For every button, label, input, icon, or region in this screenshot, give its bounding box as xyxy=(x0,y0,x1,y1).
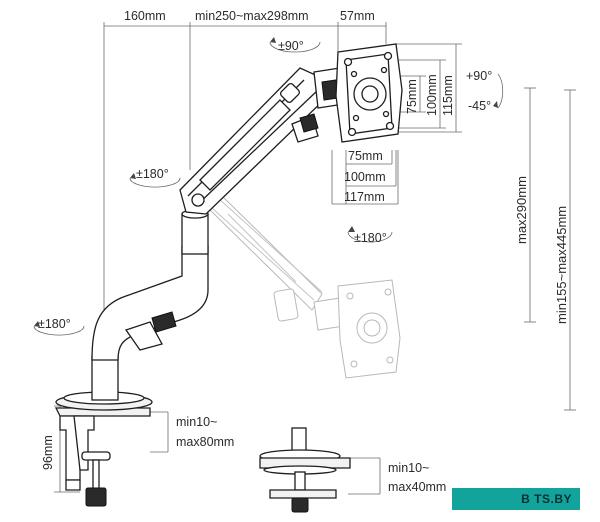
tilt-down-label: -45° xyxy=(468,99,491,113)
height-dimension-lines xyxy=(524,87,576,411)
rotation-arrow-head-icon xyxy=(347,226,393,243)
extension-range-label: min250~max298mm xyxy=(195,9,309,23)
clamp-height-label: 96mm xyxy=(41,435,55,470)
site-logo: B TS.BY xyxy=(452,488,580,510)
vesa-height-dimension-lines xyxy=(396,43,462,133)
plate-height-label: 115mm xyxy=(441,75,455,116)
arm-base xyxy=(55,355,153,411)
vesa-inner-width-label: 75mm xyxy=(348,149,383,163)
vesa-width-dimension-lines xyxy=(331,150,399,205)
max-height-label: max290mm xyxy=(514,176,529,244)
grommet-mount xyxy=(259,427,351,513)
elbow-rotation-label: ±180° xyxy=(136,167,169,181)
vesa-plate xyxy=(335,43,403,143)
clamp-range-min-label: min10~ xyxy=(176,415,217,429)
ghost-vesa-plate xyxy=(337,279,401,379)
ghost-arm xyxy=(204,195,345,331)
arm-tension-knob xyxy=(291,113,319,143)
rotation-arrow-base-icon xyxy=(33,321,85,336)
grommet-range-min-label: min10~ xyxy=(388,461,429,475)
arm-upright xyxy=(181,209,209,255)
rotation-arrow-swivel-top-icon xyxy=(269,37,321,53)
head-offset-label: 57mm xyxy=(340,9,375,23)
vesa-outer-width-label: 100mm xyxy=(344,170,386,184)
base-rotation-label: ±180° xyxy=(38,317,71,331)
clamp-range-max-label: max80mm xyxy=(176,435,234,449)
grommet-range-max-label: max40mm xyxy=(388,480,446,494)
tilt-up-label: +90° xyxy=(466,69,492,83)
arm-lower-post xyxy=(91,245,209,361)
head-rotation-label: ±180° xyxy=(354,231,387,245)
arm-reach-label: 160mm xyxy=(124,9,166,23)
vesa-inner-height-label: 75mm xyxy=(405,79,419,114)
rotation-arrow-tilt-icon xyxy=(493,73,504,109)
rotation-arrow-elbow-icon xyxy=(129,173,181,188)
arm-upper-section xyxy=(179,67,331,215)
plate-width-label: 117mm xyxy=(344,190,385,204)
swivel-top-label: ±90° xyxy=(278,39,304,53)
desk-clamp xyxy=(54,407,151,507)
vesa-outer-height-label: 100mm xyxy=(425,74,439,116)
height-range-label: min155~max445mm xyxy=(554,206,569,324)
